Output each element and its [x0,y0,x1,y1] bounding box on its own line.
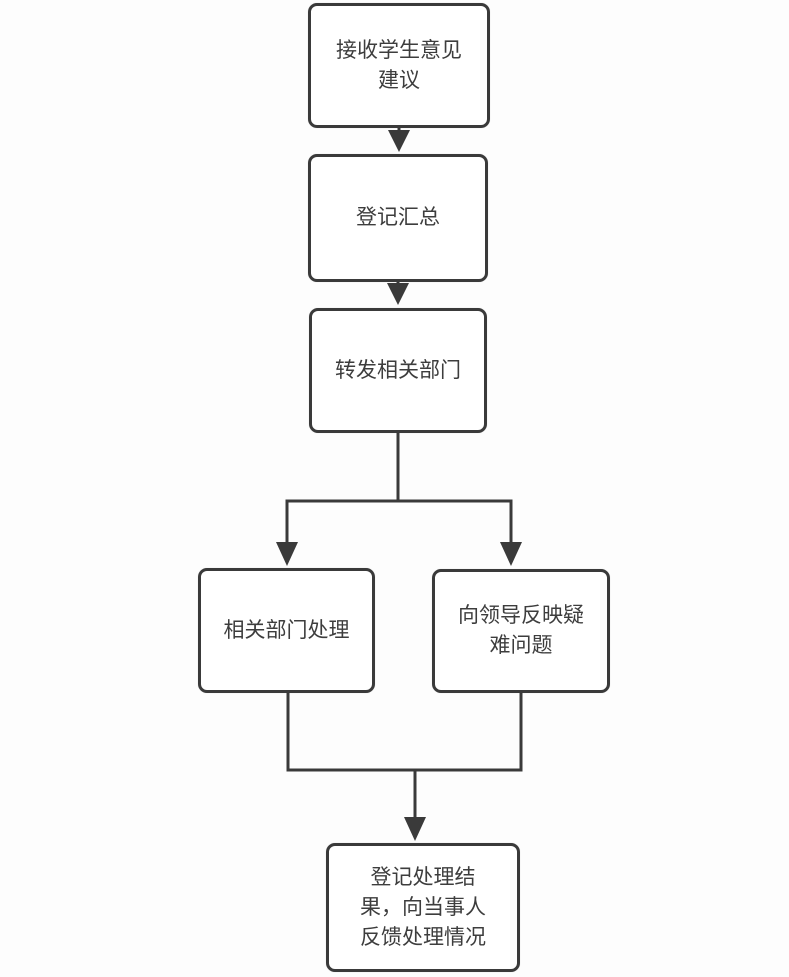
flow-node-report-leaders: 向领导反映疑 难问题 [432,569,610,693]
flow-node-receive-opinions: 接收学生意见 建议 [308,3,490,128]
flow-node-register-summary: 登记汇总 [308,154,488,282]
arrow-receive-to-register [388,126,410,152]
node-label-forward: 转发相关部门 [335,358,461,382]
node-label-feedback: 登记处理结 果，向当事人 反馈处理情况 [360,865,486,949]
node-label-dept: 相关部门处理 [223,618,350,642]
arrow-register-to-forward [387,280,409,305]
node-label-receive: 接收学生意见 建议 [336,38,462,92]
node-label-leader: 向领导反映疑 难问题 [458,604,584,657]
flow-node-department-handle: 相关部门处理 [198,568,375,693]
flow-node-forward-departments: 转发相关部门 [309,308,487,433]
flow-node-feedback-result: 登记处理结 果，向当事人 反馈处理情况 [326,843,520,972]
arrow-forward-branch [276,433,522,566]
node-label-register: 登记汇总 [356,206,440,229]
arrow-merge-to-feedback [286,693,523,841]
